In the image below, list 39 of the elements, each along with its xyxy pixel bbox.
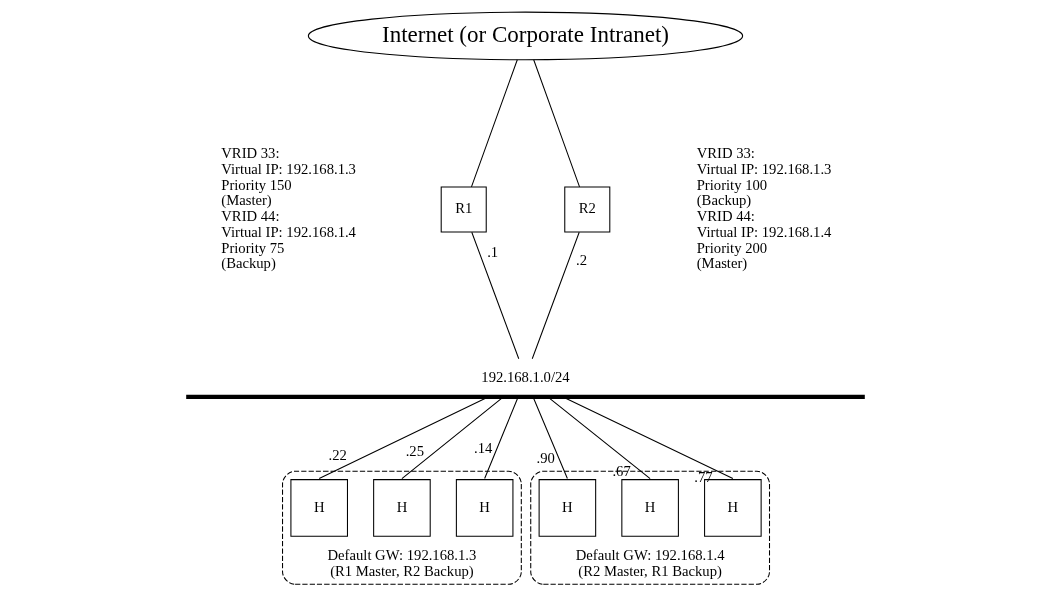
- connector: [470, 231, 519, 360]
- node-label: Priority 200: [696, 239, 767, 256]
- edge-label: .25: [405, 443, 424, 460]
- node-label: Virtual IP: 192.168.1.4: [220, 223, 356, 240]
- connector: [532, 396, 568, 480]
- node-label: VRID 33:: [220, 145, 279, 162]
- connector: [531, 231, 580, 360]
- node-box: H: [289, 479, 348, 537]
- connector: [470, 59, 518, 188]
- node-label: Priority 150: [220, 176, 292, 193]
- edge-label: .2: [575, 252, 587, 269]
- node-label: Priority 75: [220, 239, 284, 256]
- node-label: VRID 44:: [696, 208, 755, 225]
- connector: [483, 396, 519, 480]
- edge-label: .22: [328, 446, 347, 463]
- node-box: H: [538, 479, 596, 537]
- node-text: 192.168.1.0/24: [480, 368, 570, 385]
- node-label: Virtual IP: 192.168.1.3: [220, 161, 356, 178]
- connector: [400, 396, 504, 480]
- node-label: VRID 44:: [220, 208, 279, 225]
- node-label: VRID 33:: [696, 145, 755, 162]
- node-label: Priority 100: [696, 176, 767, 193]
- node-label: (Backup): [696, 192, 751, 209]
- connector: [547, 396, 651, 480]
- node-label: Virtual IP: 192.168.1.4: [696, 223, 831, 240]
- node-box: H: [455, 479, 513, 537]
- edge-label: .1: [486, 243, 498, 260]
- node-box: R1: [440, 186, 487, 233]
- node-label: (Master): [220, 192, 272, 209]
- node-label: (Backup): [220, 255, 276, 272]
- node-box: H: [620, 479, 679, 537]
- edge-label: .90: [536, 449, 555, 466]
- node-label: Virtual IP: 192.168.1.3: [696, 161, 831, 178]
- node-box: H: [372, 479, 431, 537]
- node-box: R2: [563, 186, 610, 233]
- connector: [532, 59, 580, 188]
- edge-label: .14: [473, 440, 492, 457]
- node-label: (Master): [696, 255, 747, 272]
- node-ellipse: Internet (or Corporate Intranet): [307, 11, 743, 61]
